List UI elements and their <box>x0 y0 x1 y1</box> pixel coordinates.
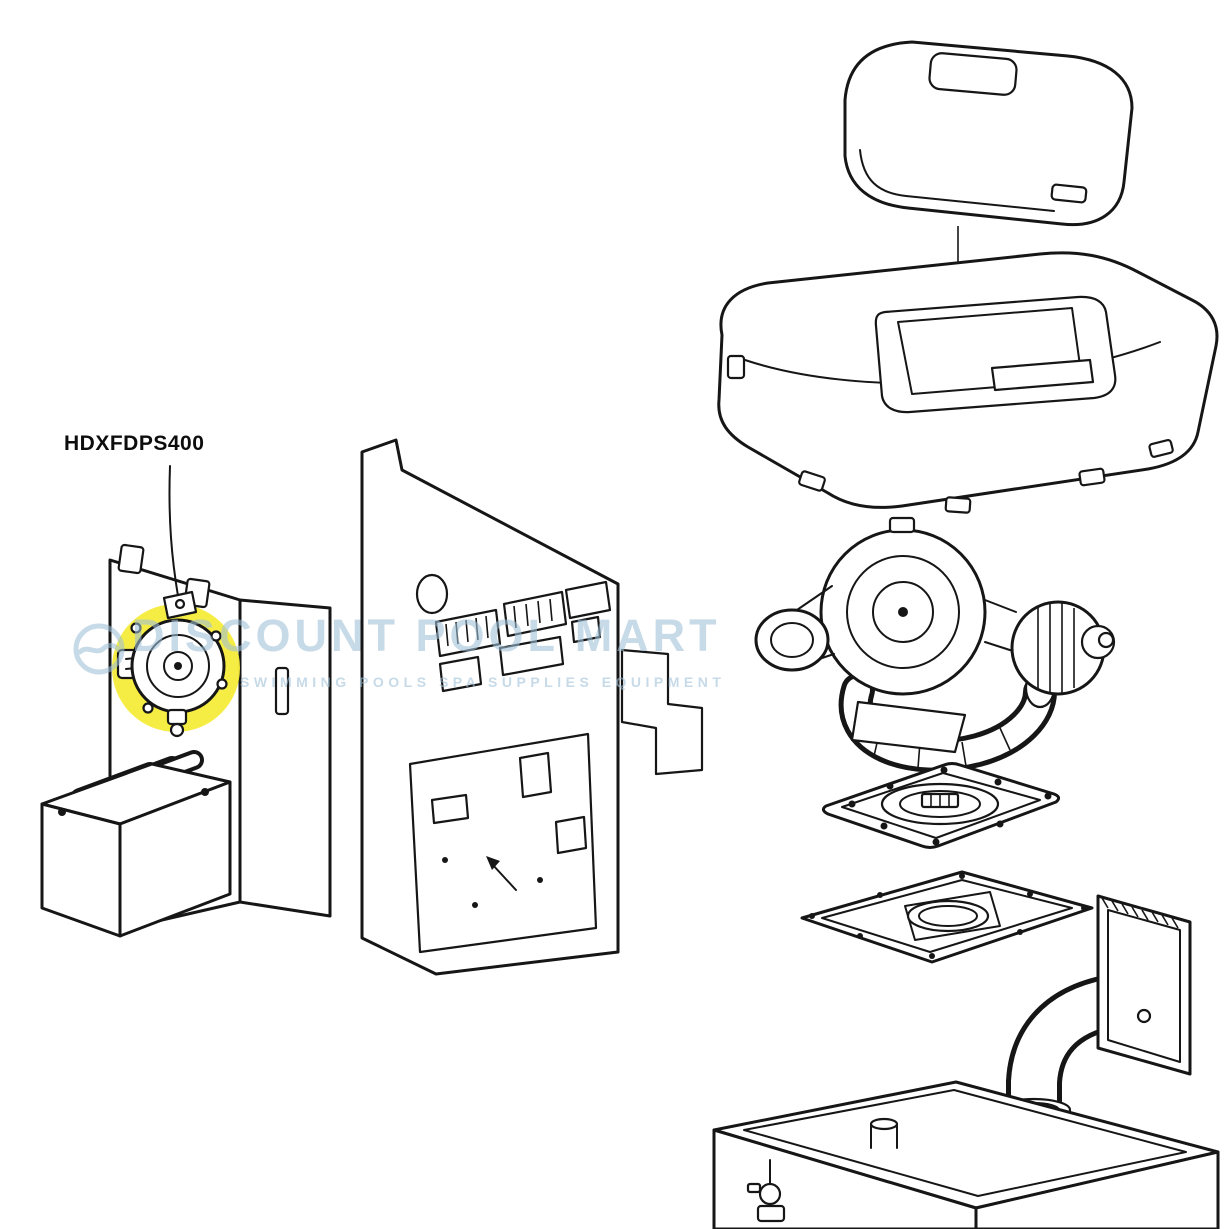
main-cover-shell <box>717 251 1219 514</box>
main-circuit-board <box>408 732 598 954</box>
heat-exchanger-box <box>712 1080 1220 1229</box>
mounting-plate <box>800 870 1094 964</box>
control-board-connectors <box>434 580 612 693</box>
top-cover-panel <box>843 40 1134 262</box>
flue-duct <box>996 894 1192 1130</box>
transformer <box>40 750 232 938</box>
burner-gasket-plate <box>821 762 1061 849</box>
blower-assembly <box>754 516 1116 773</box>
leader-line <box>168 465 179 597</box>
part-number-label: HDXFDPS400 <box>64 432 205 455</box>
pressure-switch <box>112 465 240 738</box>
